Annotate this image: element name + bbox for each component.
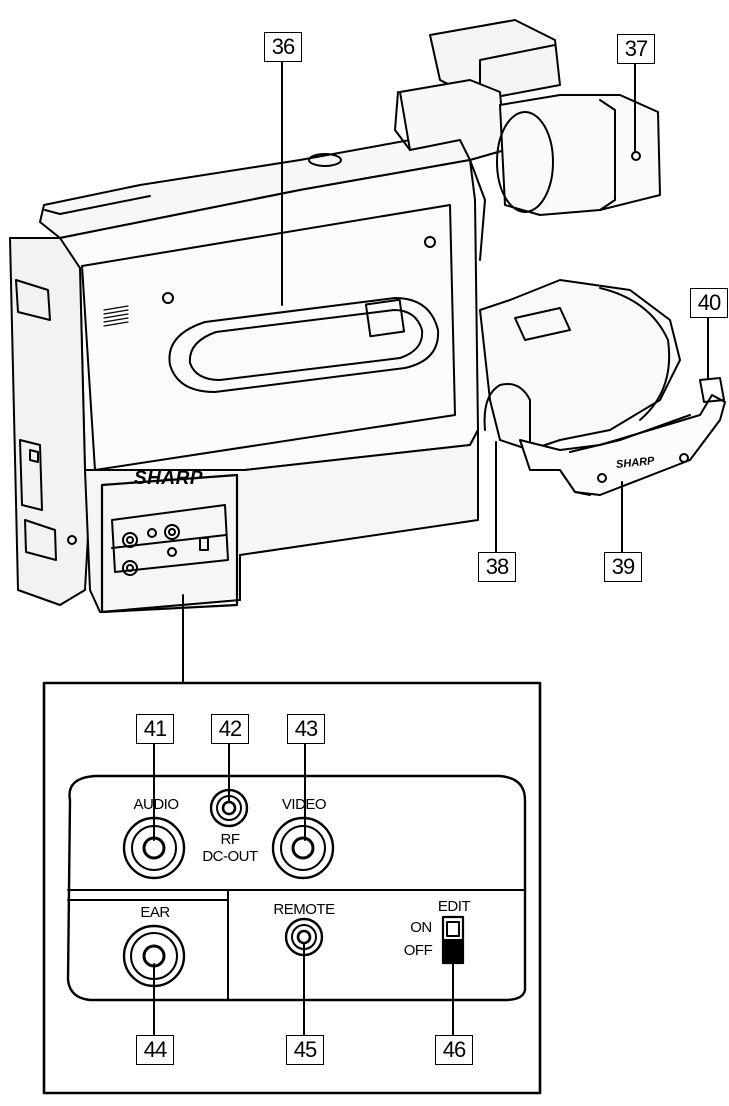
callout-42: 42: [211, 714, 249, 744]
jack-panel-small: [100, 473, 239, 614]
callout-37: 37: [617, 34, 655, 64]
callout-36: 36: [264, 32, 302, 62]
label-ear: EAR: [140, 904, 170, 921]
label-dc-out: DC-OUT: [202, 848, 258, 865]
lens-grip: [479, 279, 681, 451]
label-remote: REMOTE: [273, 901, 335, 918]
hand-strap: [519, 377, 726, 496]
callout-46: 46: [435, 1035, 473, 1065]
callout-39: 39: [604, 552, 642, 582]
callout-44: 44: [136, 1035, 174, 1065]
edit-switch-icon: [441, 915, 465, 965]
label-video: VIDEO: [281, 796, 327, 813]
label-on: ON: [410, 919, 432, 936]
terminal-panel-enlarged: [42, 681, 542, 1095]
callout-43: 43: [287, 714, 325, 744]
label-audio: AUDIO: [133, 796, 179, 813]
label-edit: EDIT: [437, 898, 471, 915]
camcorder-body: [9, 131, 481, 613]
label-rf: RF: [220, 831, 241, 848]
callout-45: 45: [286, 1035, 324, 1065]
callout-40: 40: [690, 288, 728, 318]
video-jack-icon: [271, 816, 335, 880]
callout-41: 41: [136, 714, 174, 744]
brand-logo-body: SHARP: [134, 468, 204, 489]
callout-38: 38: [478, 552, 516, 582]
label-off: OFF: [403, 942, 433, 959]
viewfinder: [394, 19, 661, 261]
